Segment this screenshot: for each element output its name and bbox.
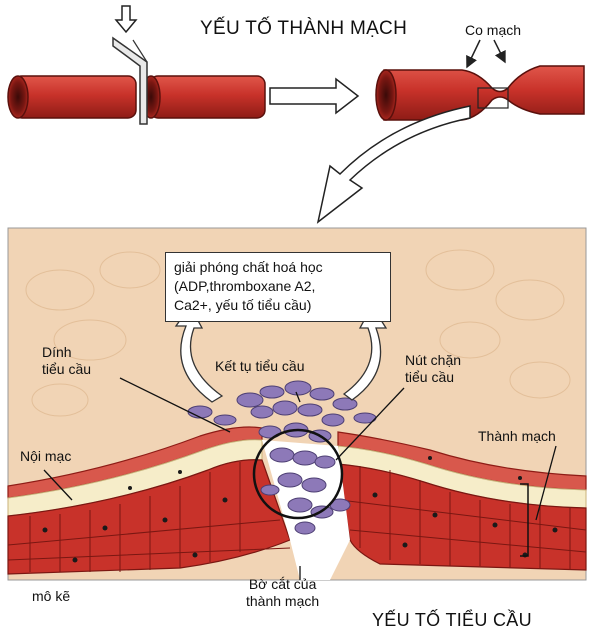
cut-edge-line-1: Bờ cắt của xyxy=(248,576,317,592)
zoom-arrow-icon xyxy=(316,105,471,224)
blade-icon xyxy=(112,36,148,125)
chem-line-3: Ca2+, yếu tố tiểu cầu) xyxy=(174,297,312,313)
cell-nuclei xyxy=(42,456,558,563)
vessel-wall-bracket xyxy=(520,483,529,557)
constricted-vessel xyxy=(375,65,585,121)
chem-line-1: giải phóng chất hoá học xyxy=(174,259,323,275)
pointer-line xyxy=(493,39,506,64)
adhesion-line-2: tiểu cầu xyxy=(42,361,92,377)
background-cells xyxy=(25,249,571,417)
magnifier-circle xyxy=(252,428,344,520)
leader-vessel-wall xyxy=(535,445,557,521)
chem-line-2: (ADP,thromboxane A2, xyxy=(174,278,316,294)
right-arrow-icon xyxy=(269,77,360,115)
muscle-layer-left xyxy=(7,459,291,575)
label-endothelium: Nội mạc xyxy=(20,448,72,464)
down-arrow-icon xyxy=(114,5,138,34)
title-platelet-factor: YẾU TỐ TIỂU CẦU xyxy=(372,610,532,630)
leader-endothelium xyxy=(43,469,73,501)
label-platelet-plug: Nút chặn tiểu cầu xyxy=(405,352,461,386)
label-platelet-adhesion: Dính tiểu cầu xyxy=(42,344,91,378)
leader-aggregation xyxy=(295,391,301,403)
leader-plug xyxy=(335,387,405,461)
plug-line-2: tiểu cầu xyxy=(405,369,455,385)
chemical-release-box: giải phóng chất hoá học (ADP,thromboxane… xyxy=(165,252,391,322)
leader-adhesion xyxy=(119,377,231,433)
plug-line-1: Nút chặn xyxy=(405,352,462,368)
title-vascular-factor: YẾU TỐ THÀNH MẠCH xyxy=(200,18,408,39)
label-vasoconstriction: Co mạch xyxy=(465,22,522,38)
muscle-cells xyxy=(7,462,587,572)
label-connective-tissue: mô kẽ xyxy=(32,588,71,604)
label-cut-edge: Bờ cắt của thành mạch xyxy=(246,576,319,610)
pointer-line xyxy=(466,39,481,69)
label-vessel-wall: Thành mạch xyxy=(478,428,556,444)
label-platelet-aggregation: Kết tụ tiểu cầu xyxy=(215,358,305,374)
cut-vessel-left xyxy=(7,75,137,119)
adhesion-line-1: Dính xyxy=(42,344,72,360)
muscle-layer-right xyxy=(337,463,587,571)
cut-vessel-right xyxy=(141,75,266,119)
cut-edge-line-2: thành mạch xyxy=(246,593,320,609)
